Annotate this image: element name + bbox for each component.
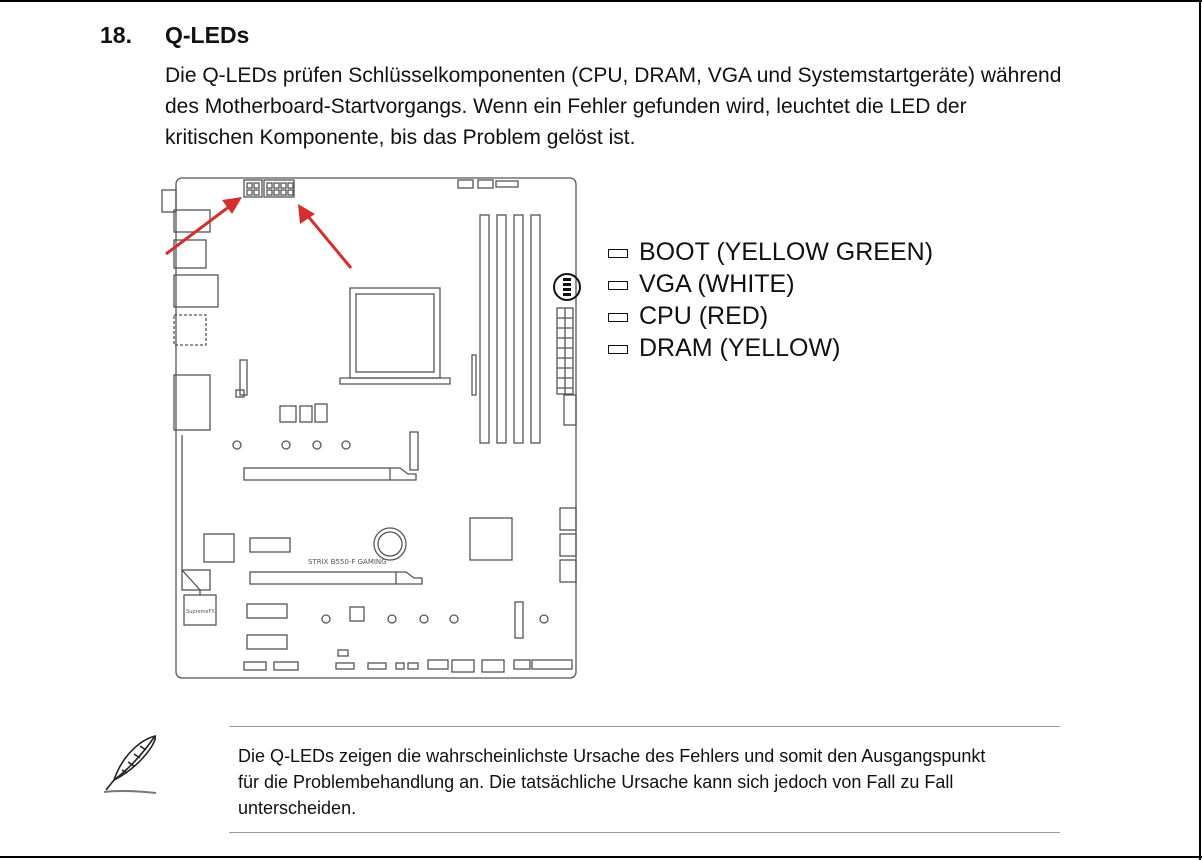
cpu-power-8pin [263,179,295,198]
page-frame-bottom [0,856,1202,858]
arrow-head-4pin [222,197,242,214]
arrow-to-4pin [165,204,231,256]
pcie-x16-slot [243,467,391,481]
page-frame-right [1199,0,1201,860]
dimm-slot [513,214,524,444]
qled-highlight-circle [553,273,581,301]
legend-label: BOOT (YELLOW GREEN) [639,237,934,266]
supremefx-label: SupremeFX [186,609,215,615]
arrow-head-8pin [298,204,315,224]
dimm-slot [530,214,541,444]
dimm-slot [479,214,490,444]
supremefx-chip [183,594,217,626]
led-rectangle-icon [608,249,628,258]
led-rectangle-icon [608,281,628,290]
page-frame-top [0,0,1202,2]
legend-item-vga: VGA (WHITE) [608,268,933,300]
board-outline [175,177,577,679]
note-text: Die Q-LEDs zeigen die wahrscheinlichste … [238,743,985,821]
note-line: unterscheiden. [238,798,357,818]
section-title: Q-LEDs [165,22,250,48]
legend-item-cpu: CPU (RED) [608,300,933,332]
sata-port [559,559,577,583]
motherboard-diagram: STRIX B550-F GAMING SupremeFX [161,177,581,679]
body-line: des Motherboard-Startvorgangs. Wenn ein … [165,95,967,118]
arrow-to-8pin [305,214,353,269]
note-line: Die Q-LEDs zeigen die wahrscheinlichste … [238,746,986,766]
section-number: 18. [100,22,132,48]
body-line: kritischen Komponente, bis das Problem g… [165,126,636,149]
led-rectangle-icon [608,345,628,354]
legend-label: CPU (RED) [639,301,769,330]
legend-label: VGA (WHITE) [639,269,795,298]
cpu-socket [349,287,441,379]
legend-item-boot: BOOT (YELLOW GREEN) [608,236,933,268]
cmos-battery [373,527,407,561]
led-rectangle-icon [608,313,628,322]
body-line: Die Q-LEDs prüfen Schlüsselkomponenten (… [165,64,1062,87]
board-model-label: STRIX B550-F GAMING [308,558,387,566]
section-body: Die Q-LEDs prüfen Schlüsselkomponenten (… [165,60,1065,153]
legend-item-dram: DRAM (YELLOW) [608,332,933,364]
note-divider-bottom [229,832,1060,833]
feather-pen-icon [103,735,157,794]
note-divider-top [229,726,1060,727]
note-line: für die Problembehandlung an. Die tatsäc… [238,772,954,792]
legend-label: DRAM (YELLOW) [639,333,841,362]
pcie-x16-slot [249,571,397,585]
dimm-slot [496,214,507,444]
qled-legend: BOOT (YELLOW GREEN) VGA (WHITE) CPU (RED… [608,236,933,364]
chipset [469,517,513,561]
sata-port [559,507,577,531]
sata-port [559,533,577,557]
cpu-power-4pin [243,179,263,198]
